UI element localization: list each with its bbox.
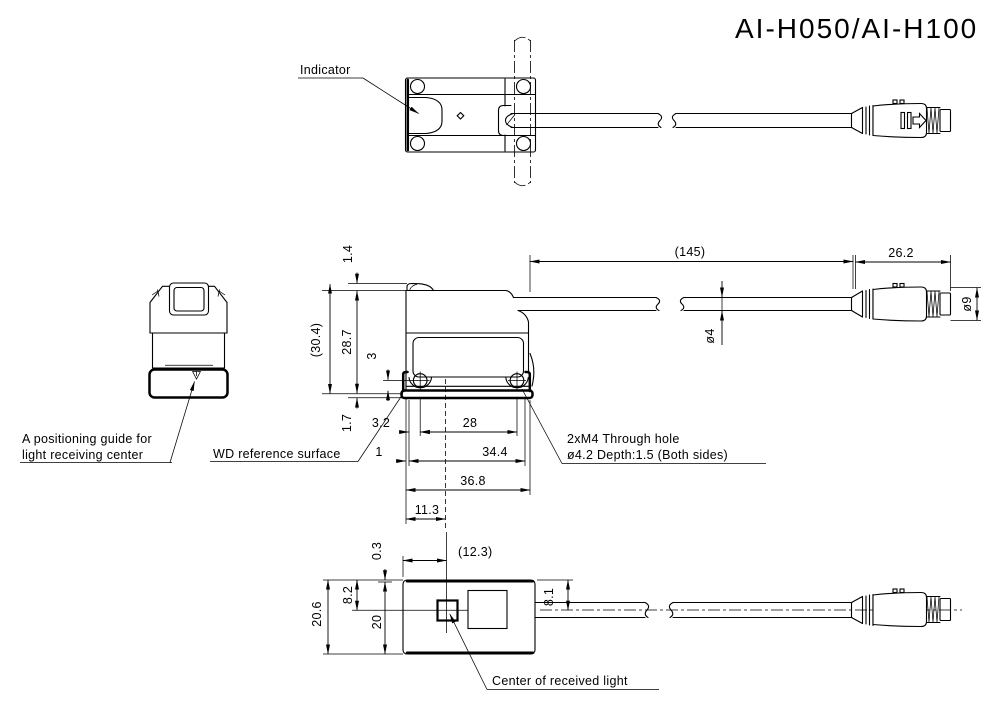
dim-cable-dia: ø4: [703, 328, 717, 343]
dim-3: 3: [365, 352, 379, 359]
top-view-body: [404, 77, 537, 153]
cable-break: [679, 296, 685, 312]
side-connector: [850, 282, 952, 322]
dim-28-7: 28.7: [340, 329, 354, 355]
m4-label: ø4.2 Depth:1.5 (Both sides): [567, 448, 728, 462]
side-view-body: [383, 282, 535, 531]
wd-label: WD reference surface: [213, 447, 341, 461]
lens-window: [467, 589, 508, 630]
dim-34-4: 34.4: [482, 445, 508, 459]
dim-1-7: 1.7: [340, 414, 354, 432]
side-cable: [512, 296, 853, 312]
bottom-view-body: [352, 532, 536, 655]
connector-cap: [939, 597, 952, 622]
side-dimensions: [328, 259, 979, 521]
side-dimension-texts: 1.4 (30.4) 28.7 3 1.7 3.2 28 1 34.4 36.8…: [309, 245, 974, 517]
dim-8-1: 8.1: [542, 588, 556, 606]
top-view: Indicator: [298, 36, 952, 187]
dim-12-3: (12.3): [458, 545, 492, 559]
phantom-rod: [514, 36, 531, 187]
dim-8-2: 8.2: [341, 586, 355, 604]
indicator-label: Indicator: [300, 63, 351, 77]
dim-connector-dia: ø9: [960, 296, 974, 311]
end-view: A positioning guide for light receiving …: [20, 282, 229, 463]
cable-break: [655, 296, 661, 312]
cable-break: [671, 112, 677, 129]
received-light-label: Center of received light: [492, 674, 628, 688]
dim-3-2: 3.2: [372, 416, 390, 430]
cable-break: [657, 112, 663, 129]
cable-retainer: [497, 104, 512, 137]
dim-1-4: 1.4: [341, 245, 355, 263]
end-view-top: [149, 285, 228, 334]
positioning-guide-label: light receiving center: [22, 448, 143, 462]
indicator-callout: Indicator: [298, 63, 419, 114]
dim-30-4: (30.4): [309, 323, 323, 357]
bottom-connector: [850, 588, 952, 628]
connector-cap: [939, 292, 952, 316]
connector-cap: [939, 108, 952, 133]
top-cable: [510, 112, 853, 129]
top-connector: [850, 99, 952, 139]
dim-145: (145): [675, 245, 706, 259]
dim-28: 28: [463, 416, 478, 430]
bottom-dimensions: [326, 558, 570, 655]
indicator-window: [408, 96, 443, 135]
dim-20-6: 20.6: [310, 601, 324, 627]
center-mark: [456, 111, 465, 120]
screw-hole: [515, 135, 532, 152]
m4-label: 2xM4 Through hole: [567, 432, 680, 446]
dim-0-3: 0.3: [370, 542, 384, 560]
thread: [926, 107, 940, 134]
lens-bump: [168, 282, 210, 316]
connector-slot: [900, 111, 906, 130]
page-title: AI-H050/AI-H100: [735, 13, 978, 44]
bottom-dimension-texts: 20.6 8.2 20 0.3 (12.3) 8.1: [310, 542, 556, 629]
mounting-flange: [400, 389, 534, 400]
dim-26-2: 26.2: [888, 246, 914, 260]
dim-1: 1: [375, 445, 382, 459]
positioning-guide-callout: A positioning guide for light receiving …: [20, 381, 195, 463]
positioning-guide-label: A positioning guide for: [22, 432, 152, 446]
dim-11-3: 11.3: [415, 503, 440, 517]
screw-hole: [409, 78, 426, 95]
bottom-view: 20.6 8.2 20 0.3 (12.3) 8.1 Center of rec…: [310, 532, 962, 690]
connector-slot: [906, 111, 912, 130]
side-view: 1.4 (30.4) 28.7 3 1.7 3.2 28 1 34.4 36.8…: [210, 245, 981, 531]
connector-arrow-icon: [912, 112, 927, 129]
m4-callout: 2xM4 Through hole ø4.2 Depth:1.5 (Both s…: [521, 388, 766, 464]
screw-hole: [409, 135, 426, 152]
screw-hole: [515, 78, 532, 95]
wd-callout: WD reference surface: [210, 394, 403, 462]
dim-36-8: 36.8: [460, 474, 486, 488]
received-light-callout: Center of received light: [449, 613, 659, 690]
end-view-base: [148, 368, 229, 399]
dim-20: 20: [370, 615, 384, 630]
indicator-bump: [406, 282, 435, 292]
